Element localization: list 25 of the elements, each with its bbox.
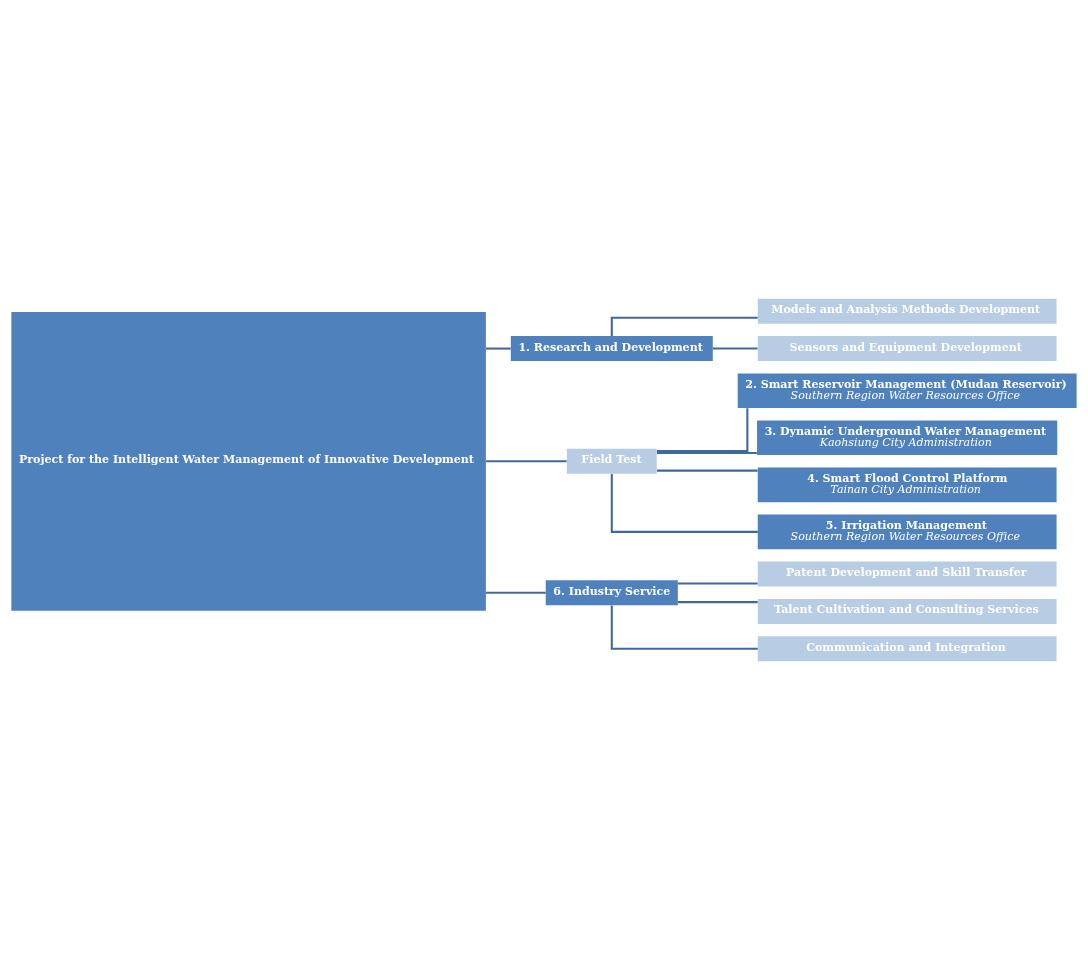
connector — [677, 601, 758, 604]
connector — [610, 605, 758, 650]
node-box: Field Test — [566, 448, 657, 474]
connector — [486, 460, 567, 463]
node-box: 4. Smart Flood Control Platform Tainan City Administration — [757, 467, 1057, 503]
connector — [610, 473, 758, 533]
node-box: 2. Smart Reservoir Management (Mudan Reservoir) Southern Region Water Resources Office — [737, 373, 1077, 409]
node-box: Talent Cultivation and Consulting Services — [757, 599, 1057, 624]
node-box: 1. Research and Development — [510, 336, 713, 361]
connector — [656, 469, 758, 472]
node-box: Models and Analysis Methods Development — [757, 298, 1057, 324]
connector — [712, 347, 758, 350]
node-box: Project for the Intelligent Water Management of Innovative Development — [11, 311, 486, 611]
node-box: 3. Dynamic Underground Water Management Kaohsiung City Administration — [757, 420, 1058, 456]
connector — [610, 316, 758, 337]
node-box: 6. Industry Service — [545, 580, 678, 606]
connector — [656, 408, 749, 452]
node-box: Patent Development and Skill Transfer — [757, 561, 1057, 587]
connector — [656, 451, 757, 455]
node-box: 5. Irrigation Management Southern Region Water Resources Office — [757, 514, 1057, 550]
connector — [486, 591, 546, 594]
connector — [677, 582, 758, 585]
node-box: Sensors and Equipment Development — [757, 336, 1057, 361]
connector — [486, 347, 511, 350]
node-box: Communication and Integration — [757, 636, 1057, 662]
